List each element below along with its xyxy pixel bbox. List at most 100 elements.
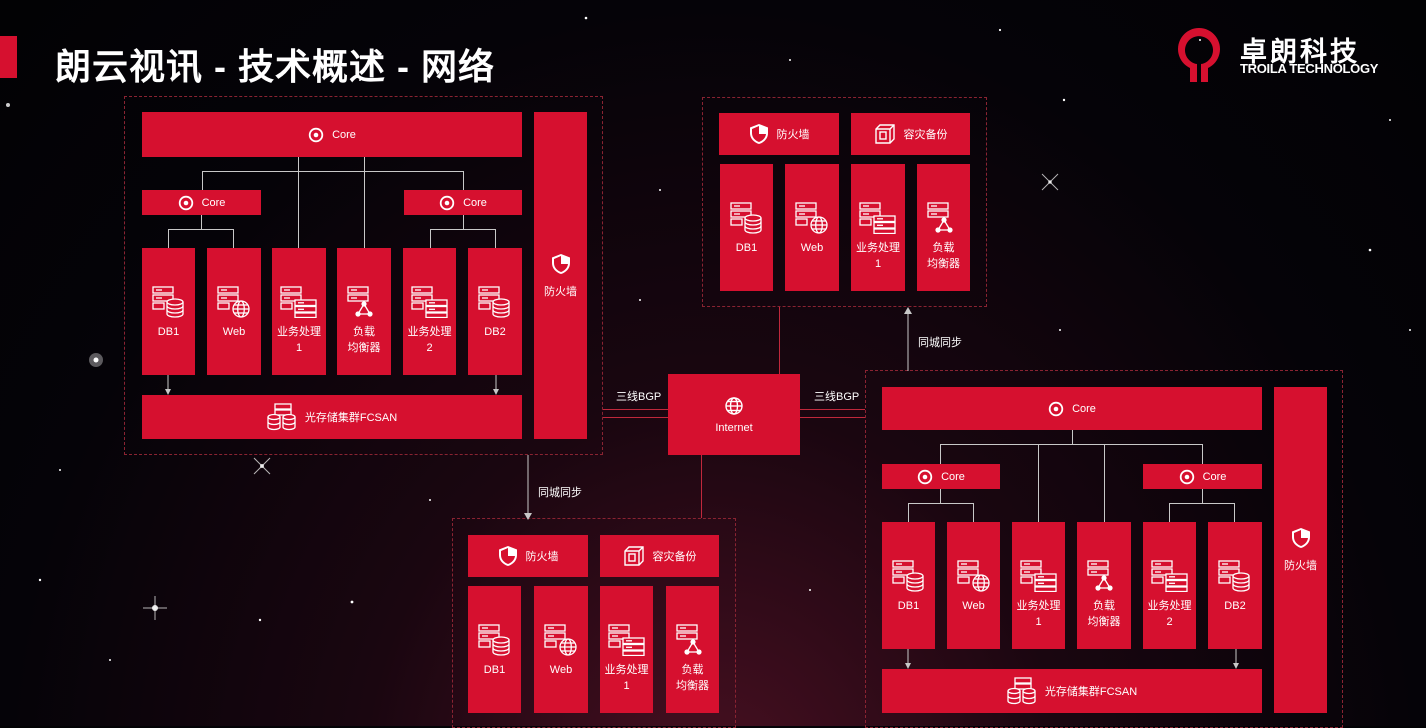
server-label: 业务处理 1	[1016, 600, 1061, 628]
connector	[364, 157, 365, 248]
storage-cluster: 光存储集群FCSAN	[882, 669, 1262, 713]
server-label: Web	[222, 326, 246, 338]
connector	[940, 444, 941, 464]
server-label: DB2	[484, 326, 506, 338]
connector	[495, 229, 496, 248]
connector	[1169, 503, 1235, 504]
core-switch-left: Core	[142, 190, 261, 215]
connector	[1202, 489, 1203, 503]
connector	[463, 171, 464, 190]
connector	[168, 229, 169, 248]
link-bgp-right-2	[800, 417, 865, 418]
sync-label-top: 同城同步	[918, 337, 962, 349]
server-label: Web	[549, 664, 573, 676]
storage-arrow	[493, 375, 499, 395]
core-icon	[178, 195, 193, 210]
connector	[168, 229, 234, 230]
zone-backup-top-right	[702, 97, 987, 307]
server-db2: DB2	[468, 248, 522, 375]
link-bgp-left	[603, 409, 668, 410]
server-label: 业务处理 1	[277, 326, 321, 354]
firewall-bar: 防火墙	[719, 113, 839, 155]
server-label: 业务处理 1	[856, 242, 900, 270]
connector	[1072, 430, 1073, 444]
database-server-icon	[891, 560, 924, 592]
shield-icon	[551, 253, 570, 274]
page-title: 朗云视讯 - 技术概述 - 网络	[55, 46, 495, 87]
firewall-bar: 防火墙	[468, 535, 588, 577]
connector	[940, 489, 941, 503]
server-label: 负载 均衡器	[676, 664, 709, 692]
app-server-icon	[1150, 560, 1188, 592]
server-label: 业务处理 1	[604, 664, 649, 692]
server-label: Web	[800, 242, 824, 254]
server-db1: DB1	[468, 586, 521, 713]
globe-icon	[725, 396, 743, 415]
logo-mark-icon	[1178, 28, 1220, 82]
server-load-balancer: 负载 均衡器	[666, 586, 719, 713]
backup-bar: 容灾备份	[600, 535, 719, 577]
server-label: DB1	[483, 664, 506, 676]
load-balancer-icon	[926, 202, 953, 233]
server-web: Web	[534, 586, 588, 713]
backup-bar: 容灾备份	[851, 113, 970, 155]
link-internet-bottom	[701, 455, 702, 518]
core-switch-left: Core	[882, 464, 1000, 489]
load-balancer-icon	[1087, 560, 1113, 591]
core-icon	[1179, 469, 1194, 484]
connector	[430, 229, 431, 248]
core-switch-main: Core	[882, 387, 1262, 430]
web-server-icon	[956, 560, 990, 592]
core-label: Core	[1202, 470, 1227, 483]
storage-label: 光存储集群FCSAN	[304, 412, 398, 424]
storage-arrow	[1233, 649, 1239, 669]
bgp-label-left: 三线BGP	[616, 391, 662, 403]
connector	[1169, 503, 1170, 522]
core-icon	[1048, 401, 1064, 416]
firewall-label: 防火墙	[1284, 560, 1317, 572]
load-balancer-icon	[675, 624, 702, 655]
app-server-icon	[859, 202, 896, 234]
database-server-icon	[729, 202, 762, 234]
server-biz1: 业务处理 1	[600, 586, 653, 713]
connector	[1202, 444, 1203, 464]
connector	[463, 215, 464, 229]
server-db1: DB1	[720, 164, 773, 291]
header-accent-bar	[0, 36, 17, 78]
server-label: 负载 均衡器	[927, 242, 960, 270]
core-switch-right: Core	[404, 190, 522, 215]
connector	[298, 157, 299, 248]
firewall-vertical: 防火墙	[1274, 387, 1327, 713]
core-label: Core	[1072, 402, 1096, 415]
company-logo: 卓朗科技 TROILA TECHNOLOGY	[1168, 24, 1408, 84]
storage-arrow	[165, 375, 171, 395]
server-label: Web	[962, 600, 985, 612]
app-server-icon	[280, 286, 317, 318]
server-web: Web	[785, 164, 839, 291]
web-server-icon	[217, 286, 250, 318]
storage-arrow	[905, 649, 911, 669]
connector	[202, 171, 464, 172]
server-label: 业务处理 2	[407, 326, 452, 354]
backup-box-icon	[623, 546, 644, 566]
database-server-icon	[477, 624, 510, 656]
app-server-icon	[410, 286, 448, 318]
logo-text-cn: 卓朗科技	[1240, 37, 1360, 67]
server-load-balancer: 负载 均衡器	[337, 248, 391, 375]
zone-main-top-left	[124, 96, 603, 455]
sync-arrow-up	[904, 307, 912, 371]
core-label: Core	[332, 128, 356, 141]
internet-node: Internet	[668, 374, 800, 455]
storage-label: 光存储集群FCSAN	[1044, 686, 1138, 698]
storage-icon	[267, 403, 296, 431]
core-icon	[917, 469, 933, 484]
server-biz1: 业务处理 1	[851, 164, 905, 291]
server-label: DB1	[735, 242, 758, 254]
web-server-icon	[544, 624, 577, 656]
server-label: DB1	[157, 326, 180, 338]
server-biz2: 业务处理 2	[1143, 522, 1196, 649]
core-icon	[439, 195, 455, 210]
connector	[201, 215, 202, 229]
shield-icon	[498, 546, 517, 566]
database-server-icon	[151, 286, 184, 318]
